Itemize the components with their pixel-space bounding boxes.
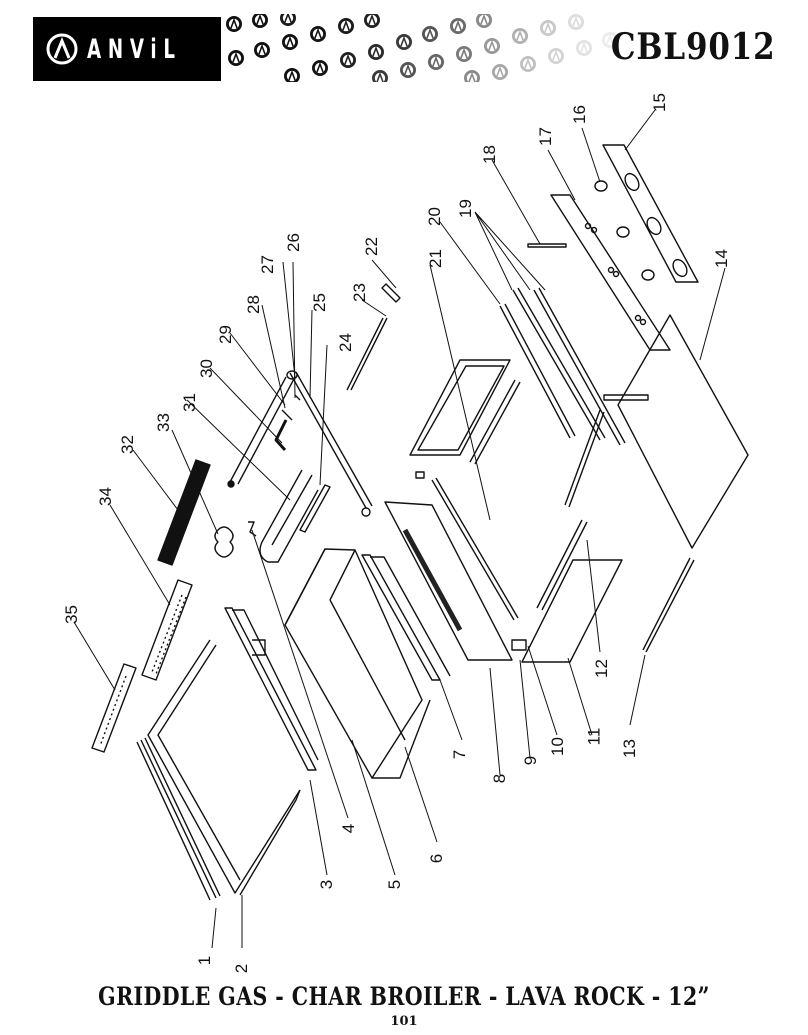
callout-9: 9 <box>521 755 541 766</box>
callout-13: 13 <box>619 739 639 758</box>
callout-15: 15 <box>649 93 669 112</box>
page-header: ANViL <box>0 0 808 82</box>
page-number: 101 <box>390 1014 418 1029</box>
page-title: GRIDDLE GAS - CHAR BROILER - LAVA ROCK -… <box>98 982 710 1011</box>
callout-23: 23 <box>349 283 369 302</box>
logo-pattern-banner <box>222 14 622 82</box>
callout-6: 6 <box>427 853 447 864</box>
callout-25: 25 <box>309 293 329 312</box>
model-number: CBL9012 <box>611 26 776 68</box>
callout-26: 26 <box>283 233 303 252</box>
parts-line-art <box>73 109 749 949</box>
callout-29: 29 <box>215 325 235 344</box>
callout-20: 20 <box>424 207 444 226</box>
callout-7: 7 <box>450 749 470 760</box>
callout-34: 34 <box>95 487 115 506</box>
callout-35: 35 <box>61 605 81 624</box>
callout-33: 33 <box>153 413 173 432</box>
brand-name: ANViL <box>87 33 182 65</box>
pattern-icon <box>225 14 619 82</box>
callout-14: 14 <box>711 249 731 268</box>
callout-17: 17 <box>535 127 555 146</box>
brand-logo: ANViL <box>33 17 221 81</box>
callout-16: 16 <box>569 105 589 124</box>
anvil-logo-icon <box>46 33 78 65</box>
callout-11: 11 <box>584 727 604 746</box>
callout-1: 1 <box>195 955 215 966</box>
callout-8: 8 <box>490 773 510 784</box>
callout-10: 10 <box>547 737 567 756</box>
callout-27: 27 <box>257 255 277 274</box>
callout-24: 24 <box>335 333 355 352</box>
callout-30: 30 <box>196 359 216 378</box>
callout-18: 18 <box>479 145 499 164</box>
callout-12: 12 <box>591 659 611 678</box>
callout-31: 31 <box>179 393 199 412</box>
callout-32: 32 <box>117 435 137 454</box>
exploded-parts-diagram <box>0 82 808 982</box>
callout-21: 21 <box>425 249 445 268</box>
callout-3: 3 <box>317 879 337 890</box>
callout-28: 28 <box>243 295 263 314</box>
callout-4: 4 <box>339 823 359 834</box>
callout-2: 2 <box>232 963 252 974</box>
callout-5: 5 <box>385 879 405 890</box>
callout-22: 22 <box>361 237 381 256</box>
callout-19: 19 <box>455 199 475 218</box>
